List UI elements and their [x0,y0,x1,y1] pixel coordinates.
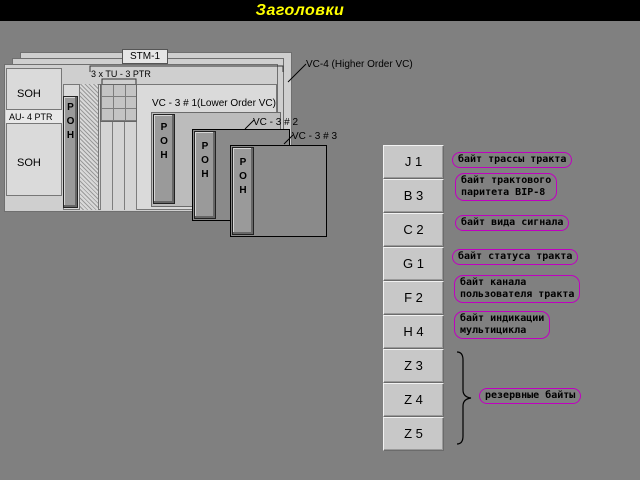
poh-letter: P [239,157,247,168]
poh-letter: O [239,171,247,182]
tu3-columns [100,122,137,210]
poh-byte-b3: B 3 [383,179,444,213]
desc-c2: байт вида сигнала [455,215,570,231]
reserved-brace [456,351,472,445]
vc4-poh-column: P O H [63,96,78,208]
tu3-ptr-bracket [101,78,137,85]
poh-byte-z4: Z 4 [383,383,444,417]
desc-f2: байт канала пользователя тракта [454,275,581,303]
vc3-3-label: VC - 3 # 3 [292,131,338,142]
vc4-leader-line [287,63,307,83]
poh-letter: H [201,169,209,180]
stm1-bracket [89,65,284,72]
title-bar [0,0,640,21]
poh-byte-z3: Z 3 [383,349,444,383]
stm1-label: STM-1 [122,49,168,64]
au4-ptr-row [6,109,62,124]
vc3-2-poh: P O H [194,131,216,219]
desc-b3: байт трактового паритета BIP-8 [455,173,558,201]
vc3-2-label: VC - 3 # 2 [253,117,299,128]
vc3-2-leader-line [244,119,255,130]
poh-letter: P [67,102,74,113]
soh-bottom-label: SOH [17,157,41,169]
poh-letter: H [239,185,247,196]
poh-letter: P [201,141,209,152]
poh-byte-c2: C 2 [383,213,444,247]
poh-letter: O [66,116,75,127]
tu3-ptr-grid [100,84,137,122]
poh-letter: H [160,150,168,161]
desc-j1: байт трассы тракта [452,152,573,168]
poh-byte-f2: F 2 [383,281,444,315]
tu3-ptr-label: 3 x TU - 3 PTR [91,69,151,79]
desc-reserved: резервные байты [479,388,582,404]
desc-g1: байт статуса тракта [452,249,579,265]
poh-byte-j1: J 1 [383,145,444,179]
desc-h4: байт индикации мультицикла [454,311,551,339]
poh-byte-h4: H 4 [383,315,444,349]
page-title: Заголовки [255,2,345,19]
poh-letter: H [66,130,75,141]
poh-byte-g1: G 1 [383,247,444,281]
soh-column [6,68,62,196]
vc3-3-poh: P O H [232,147,254,235]
vc3-1-label: VC - 3 # 1(Lower Order VC) [152,98,276,109]
vc3-3-leader-line [283,134,294,145]
poh-letter: O [201,155,209,166]
poh-letter: O [160,136,168,147]
soh-top-label: SOH [17,88,41,100]
vc3-1-poh: P O H [153,114,175,204]
poh-byte-z5: Z 5 [383,417,444,451]
poh-letter: P [160,122,168,133]
au4-ptr-label: AU- 4 PTR [9,112,53,122]
vc4-label: VC-4 (Higher Order VC) [306,59,413,70]
fixed-stuff-hatch [79,84,99,210]
